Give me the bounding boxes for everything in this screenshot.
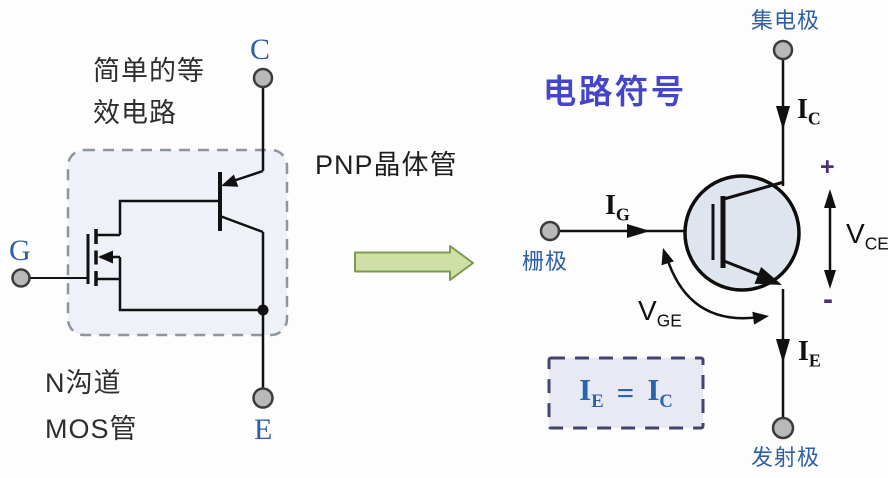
vce-minus-sign: - (823, 283, 833, 316)
ic-arrowhead-icon (776, 106, 790, 130)
ic-sub: C (807, 108, 821, 129)
terminal-e-label: E (254, 413, 273, 446)
equivalent-circuit-caption: 简单的等 效电路 (93, 50, 205, 134)
vge-sub: GE (656, 310, 682, 331)
ig-base: I (605, 190, 616, 221)
terminal-c-label: C (250, 33, 271, 66)
equation-lhs-base: I (579, 372, 592, 408)
mosfet-caption: N沟道 MOS管 (45, 360, 138, 452)
equation-equals: = (616, 374, 635, 410)
equation-rhs-sub: C (659, 391, 673, 413)
vge-start-arrowhead-icon (661, 248, 674, 266)
ig-label: IG (605, 190, 630, 225)
equivalent-circuit-dashed-box (66, 148, 289, 337)
pnp-emitter-arrowhead-icon (221, 174, 239, 187)
wire-source-rail (118, 257, 263, 312)
emitter-electrode-label: 发射极 (751, 445, 821, 470)
caption-line-1: 简单的等 (93, 56, 205, 86)
circuit-symbol-title: 电路符号 (543, 73, 687, 110)
terminal-emitter (771, 416, 795, 440)
ig-arrowhead-icon (627, 224, 650, 238)
vge-label: VGE (638, 295, 682, 331)
ic-base: I (797, 94, 808, 125)
igbt-emitter-arrowhead-icon (754, 267, 782, 285)
vge-base: V (638, 295, 657, 326)
terminal-g-label: G (9, 234, 31, 267)
wire-pnp-collector (219, 214, 264, 234)
equation-lhs: IE (579, 373, 603, 413)
gate-electrode-label: 栅极 (522, 249, 569, 274)
equation-rhs-base: I (647, 372, 660, 408)
vce-up-arrowhead-icon (824, 189, 836, 208)
vge-end-arrowhead-icon (752, 311, 769, 325)
ie-arrowhead-icon (776, 339, 790, 363)
terminal-gate (539, 220, 561, 242)
ie-label: IE (798, 336, 821, 371)
equation-rhs: IC (647, 373, 673, 413)
vce-base: V (846, 218, 865, 249)
equation-dashed-box (547, 356, 705, 430)
collector-electrode-label: 集电极 (751, 8, 821, 33)
terminal-e (252, 387, 274, 409)
ie-base: I (798, 336, 809, 367)
vge-arc (664, 254, 761, 320)
igbt-emitter-diag (723, 259, 763, 278)
terminal-collector (772, 39, 794, 61)
vce-sub: CE (864, 233, 888, 254)
circuit-symbol-group (539, 39, 836, 440)
equation-lhs-sub: E (591, 391, 604, 413)
ig-sub: G (615, 204, 630, 225)
mos-caption-line-1: N沟道 (45, 368, 122, 398)
wire-pnp-base-rail (118, 199, 220, 235)
igbt-collector-diag (723, 180, 785, 201)
ic-label: IC (797, 94, 821, 129)
vce-label: VCE (846, 218, 888, 254)
ie-sub: E (808, 350, 821, 371)
vce-plus-sign: + (820, 153, 835, 181)
terminal-c (252, 67, 274, 89)
transform-arrow-icon (354, 245, 474, 281)
pnp-transistor-label: PNP晶体管 (315, 150, 458, 180)
equivalent-circuit-group (11, 67, 289, 409)
caption-line-2: 效电路 (93, 98, 177, 128)
mos-caption-line-2: MOS管 (45, 414, 138, 444)
current-equation: IE = IC (549, 358, 703, 428)
mosfet-body-arrowhead-icon (98, 250, 113, 264)
terminal-g (11, 268, 31, 288)
vce-down-arrowhead-icon (824, 270, 836, 289)
